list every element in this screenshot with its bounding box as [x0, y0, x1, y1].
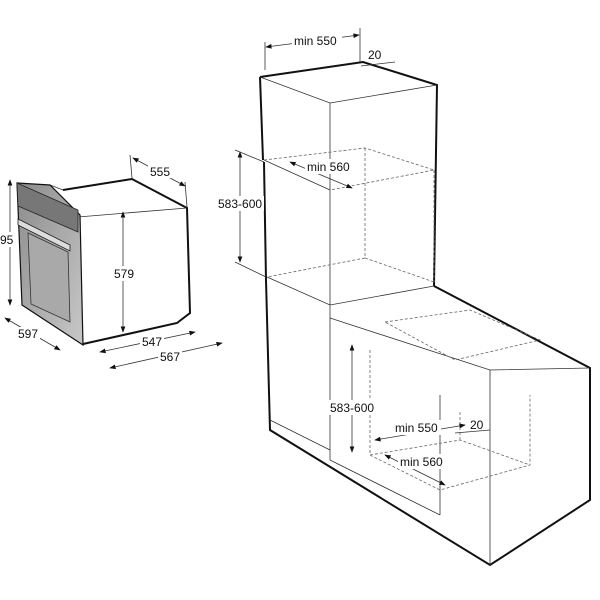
oven-depth-label: 555 [150, 165, 170, 179]
tall-depth-label: min 560 [307, 160, 350, 174]
oven-control-panel [16, 182, 79, 233]
tall-gap-label: 20 [368, 48, 382, 62]
oven-drawing: 555 579 95 597 547 567 [0, 154, 223, 370]
base-gap-label: 20 [470, 418, 484, 432]
hob-outline [383, 309, 542, 361]
oven-total-width-label: 567 [160, 350, 180, 364]
tall-cabinet-drawing: min 550 20 min 560 583-600 [216, 28, 439, 307]
oven-body [62, 177, 192, 345]
tall-width-label: min 550 [294, 34, 337, 48]
tall-niche-height-label: 583-600 [218, 197, 262, 211]
oven-height-label: 95 [0, 233, 14, 247]
oven-front-width-label: 597 [18, 327, 38, 341]
base-cabinet-drawing: 583-600 min 550 20 min 560 [265, 279, 591, 567]
oven-window [27, 232, 71, 323]
oven-body-height-label: 579 [114, 267, 134, 281]
oven-handle [17, 218, 71, 252]
base-depth-label: min 560 [400, 455, 443, 469]
oven-body-width-label: 547 [142, 335, 162, 349]
base-width-label: min 550 [395, 421, 438, 435]
base-niche-height-label: 583-600 [330, 401, 374, 415]
